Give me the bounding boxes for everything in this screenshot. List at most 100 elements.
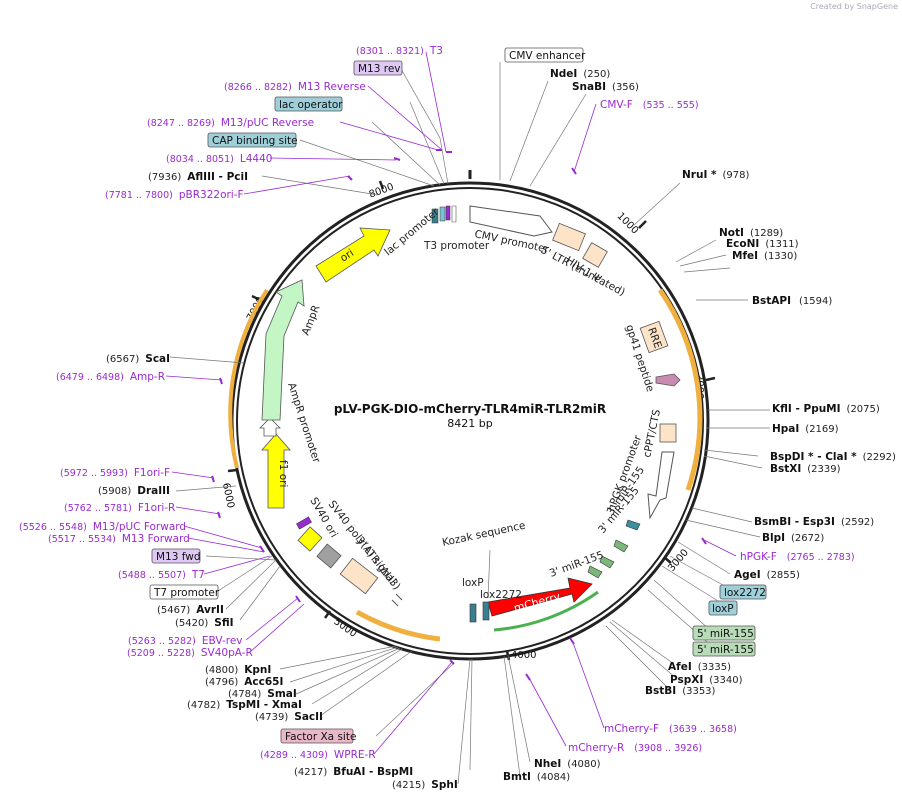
loxp-inner-label: loxP xyxy=(462,577,484,589)
mir155-arrow xyxy=(613,539,629,553)
primer-sv40pa-r: (5209 .. 5228)SV40pA-R xyxy=(127,647,253,659)
primer-m13-puc-forward: (5526 .. 5548)M13/pUC Forward xyxy=(19,521,186,533)
wpre-arc xyxy=(355,609,441,642)
lox2272-inner-label: lox2272 xyxy=(480,589,522,601)
site-sfii: (5420)SfiI xyxy=(175,617,234,629)
ampr-promoter-arrow xyxy=(259,417,281,437)
site-snabi: SnaBI(356) xyxy=(572,81,639,93)
plasmid-size: 8421 bp xyxy=(447,417,492,430)
tick-label: 6000 xyxy=(220,482,236,509)
cmv-enhancer-label: CMV enhancer xyxy=(509,50,586,62)
site-bstxi: BstXI(2339) xyxy=(770,463,841,475)
cap-small xyxy=(431,208,439,224)
site-agei: AgeI(2855) xyxy=(734,569,800,581)
ltr5-box xyxy=(552,222,586,252)
primer-t3: (8301 .. 8321)T3 xyxy=(356,45,443,57)
site-blpi: BlpI(2672) xyxy=(762,532,824,544)
site-acc65i: (4796)Acc65I xyxy=(205,676,283,688)
ampr-promoter-label: AmpR promoter xyxy=(285,381,322,465)
lac-operator-box xyxy=(274,96,343,112)
mir155-arrow xyxy=(625,519,641,531)
site-bspdi-clai: BspDI * - ClaI *(2292) xyxy=(770,451,896,463)
lox2272-box xyxy=(719,584,767,600)
loxp-inner-box xyxy=(469,603,477,623)
gp41-arrow xyxy=(655,373,681,387)
rre-box xyxy=(639,320,669,354)
mir155-label-a: 5' miR-155 xyxy=(697,628,754,640)
sv40-polya-box xyxy=(316,543,342,569)
site-nrui: NruI *(978) xyxy=(682,169,749,181)
orange-left-arc xyxy=(228,288,269,469)
t7-promoter-label: T7 promoter xyxy=(153,587,220,599)
site-afei: AfeI(3335) xyxy=(668,661,731,673)
plasmid-title: pLV-PGK-DIO-mCherry-TLR4miR-TLR2miR xyxy=(334,402,606,416)
ltr5-label: 5' LTR (truncated) xyxy=(539,244,627,299)
site-bfuai-bspmi: (4217)BfuAI - BspMI xyxy=(294,766,413,778)
site-avrii: (5467)AvrII xyxy=(157,604,224,616)
mir155-label-b: 5' miR-155 xyxy=(697,644,754,656)
site-afliii-pcii: (7936)AflIII - PciI xyxy=(148,171,248,183)
primer-amp-r: (6479 .. 6498)Amp-R xyxy=(56,371,165,383)
kozak-label: Kozak sequence xyxy=(441,520,526,549)
site-scai: (6567)ScaI xyxy=(106,353,170,365)
primer-m13-forward: (5517 .. 5534)M13 Forward xyxy=(48,533,190,545)
primer-f1ori-f: (5972 .. 5993)F1ori-F xyxy=(60,467,170,479)
site-kpni: (4800)KpnI xyxy=(205,664,271,676)
primer-t7: (5488 .. 5507)T7 xyxy=(118,569,205,581)
site-pspxi: PspXI(3340) xyxy=(670,674,743,686)
cap-site-box xyxy=(207,132,297,148)
cmv-promoter-arrow xyxy=(469,205,553,237)
ori-arrow xyxy=(315,227,391,283)
sv40-ori-box xyxy=(297,526,323,552)
ampr-label: AmpR xyxy=(300,304,323,338)
site-noti: NotI(1289) xyxy=(719,227,783,239)
site-bstapi: BstAPI(1594) xyxy=(752,295,832,307)
site-mfei: MfeI(1330) xyxy=(732,250,797,262)
site-kfli-ppumi: KflI - PpuMI(2075) xyxy=(772,403,880,415)
ltr3-break xyxy=(391,593,403,607)
hpgk-promoter-arrow xyxy=(647,451,675,520)
site-tspmi-xmai: (4782)TspMI - XmaI xyxy=(187,699,302,711)
cppt-box xyxy=(659,423,677,443)
lox2272-inner-box xyxy=(482,601,490,621)
m13-rev-label: M13 rev xyxy=(358,63,401,75)
primer-cmv-f: CMV-F(535 .. 555) xyxy=(600,99,699,111)
primer-wpre-r: (4289 .. 4309)WPRE-R xyxy=(260,749,376,761)
tick-label: 4000 xyxy=(511,650,536,661)
green-arc xyxy=(493,590,599,632)
site-ndei: NdeI(250) xyxy=(550,68,610,80)
f1-ori-arrow xyxy=(261,433,291,509)
site-econi: EcoNI(1311) xyxy=(726,238,799,250)
site-bmti: BmtI(4084) xyxy=(503,771,570,783)
mir155-arrow xyxy=(599,555,615,569)
t3-promoter-label: T3 promoter xyxy=(423,240,490,252)
primer-m13-reverse: (8266 .. 8282)M13 Reverse xyxy=(224,81,366,93)
t7-promoter-small xyxy=(296,516,312,530)
rre-region-arc xyxy=(657,288,703,491)
primer-m13-puc-reverse: (8247 .. 8269)M13/pUC Reverse xyxy=(147,117,314,129)
lac-operator-label: lac operator xyxy=(279,99,343,111)
site-nhei: NheI(4080) xyxy=(534,758,601,770)
primer-hpgk-f: hPGK-F(2765 .. 2783) xyxy=(740,551,855,563)
primer-mcherry-f: mCherry-F(3639 .. 3658) xyxy=(604,723,737,735)
t3-promoter-small xyxy=(451,205,457,223)
primer-pbr322ori-f: (7781 .. 7800)pBR322ori-F xyxy=(105,189,244,201)
m13-rev-box xyxy=(353,60,403,76)
site-hpai: HpaI(2169) xyxy=(772,423,839,435)
hiv-psi-box xyxy=(582,242,608,268)
cap-site-label: CAP binding site xyxy=(212,135,298,147)
tick-label: 1000 xyxy=(615,211,641,237)
site-sacii: (4739)SacII xyxy=(255,711,323,723)
mir155-box-a xyxy=(692,625,756,641)
site-bstbi: BstBI(3353) xyxy=(645,685,716,697)
primer-f1ori-r: (5762 .. 5781)F1ori-R xyxy=(64,502,175,514)
m13-fwd-label: M13 fwd xyxy=(156,551,201,563)
primer-l4440: (8034 .. 8051)L4440 xyxy=(166,153,272,165)
site-bsmbi-esp3i: BsmBI - Esp3I(2592) xyxy=(754,516,874,528)
site-smai: (4784)SmaI xyxy=(228,688,297,700)
site-draiii: (5908)DraIII xyxy=(98,485,170,497)
ampr-arrow xyxy=(261,279,305,421)
f1-ori-label: f1 ori xyxy=(277,460,289,487)
lac-op-small xyxy=(439,206,446,222)
factor-xa-box xyxy=(280,728,354,744)
